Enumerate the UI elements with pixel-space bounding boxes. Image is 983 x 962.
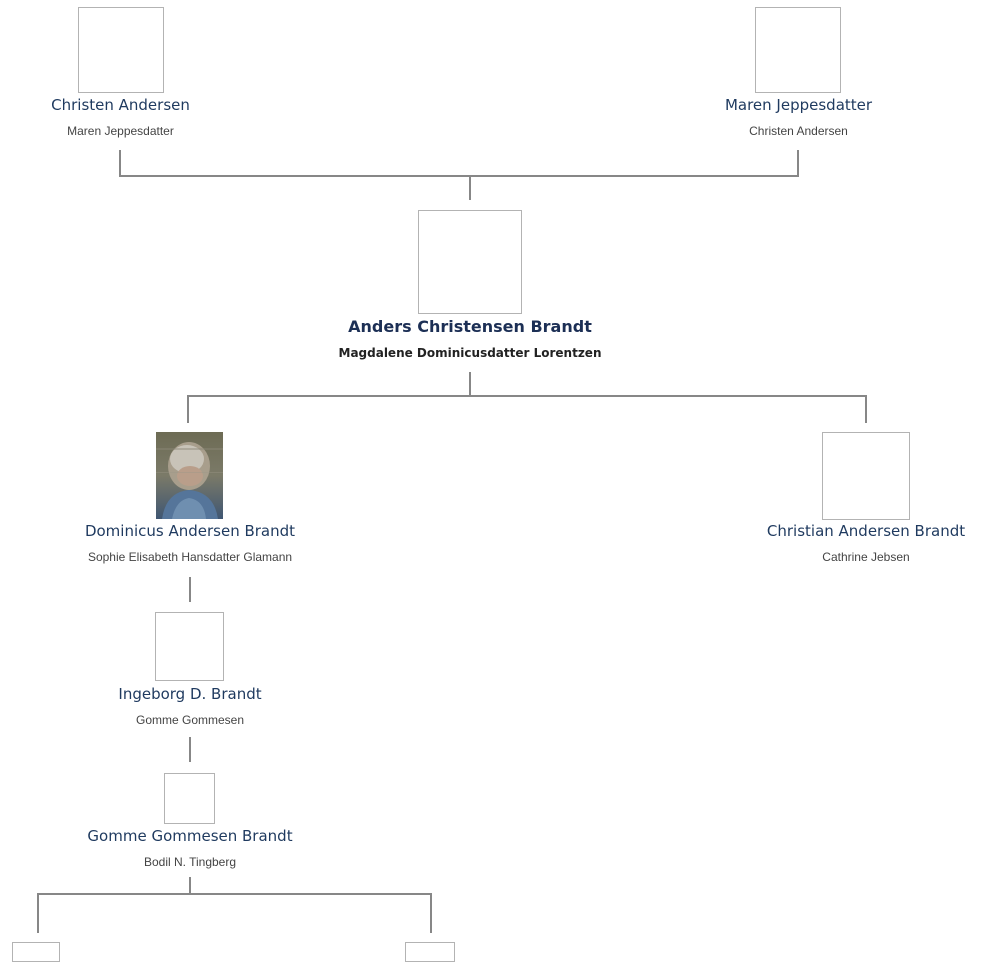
connector-line (797, 150, 799, 177)
connector-line (865, 395, 867, 423)
person-name[interactable]: Gomme Gommesen Brandt (87, 827, 293, 845)
spouse-name[interactable]: Bodil N. Tingberg (143, 855, 237, 869)
focus-person-name[interactable]: Anders Christensen Brandt (348, 317, 592, 336)
person-name[interactable]: Maren Jeppesdatter (724, 96, 873, 114)
person-name[interactable]: Christian Andersen Brandt (766, 522, 966, 540)
person-photo-placeholder[interactable] (78, 7, 164, 93)
person-name[interactable]: Dominicus Andersen Brandt (84, 522, 296, 540)
person-photo-placeholder[interactable] (12, 942, 60, 962)
spouse-name[interactable]: Christen Andersen (749, 124, 848, 138)
person-photo-placeholder[interactable] (822, 432, 910, 520)
connector-line (189, 737, 191, 762)
person-photo-placeholder[interactable] (405, 942, 455, 962)
connector-line (119, 150, 121, 177)
connector-line (37, 893, 39, 933)
connector-line (37, 893, 432, 895)
connector-line (430, 893, 432, 933)
connector-line (189, 577, 191, 602)
spouse-name[interactable]: Gomme Gommesen (135, 713, 245, 727)
spouse-name[interactable]: Cathrine Jebsen (822, 550, 910, 564)
person-photo-placeholder[interactable] (155, 612, 224, 681)
person-photo-placeholder[interactable] (164, 773, 215, 824)
focus-spouse-name[interactable]: Magdalene Dominicusdatter Lorentzen (338, 346, 602, 360)
person-name[interactable]: Ingeborg D. Brandt (118, 685, 262, 703)
connector-line (189, 877, 191, 895)
person-photo-placeholder[interactable] (418, 210, 522, 314)
connector-line (187, 395, 867, 397)
connector-line (187, 395, 189, 423)
person-photo-placeholder[interactable] (755, 7, 841, 93)
connector-line (469, 372, 471, 397)
connector-line (119, 175, 799, 177)
person-photo[interactable] (156, 432, 223, 519)
person-name[interactable]: Christen Andersen (51, 96, 190, 114)
spouse-name[interactable]: Maren Jeppesdatter (67, 124, 174, 138)
spouse-name[interactable]: Sophie Elisabeth Hansdatter Glamann (87, 550, 293, 564)
connector-line (469, 175, 471, 200)
